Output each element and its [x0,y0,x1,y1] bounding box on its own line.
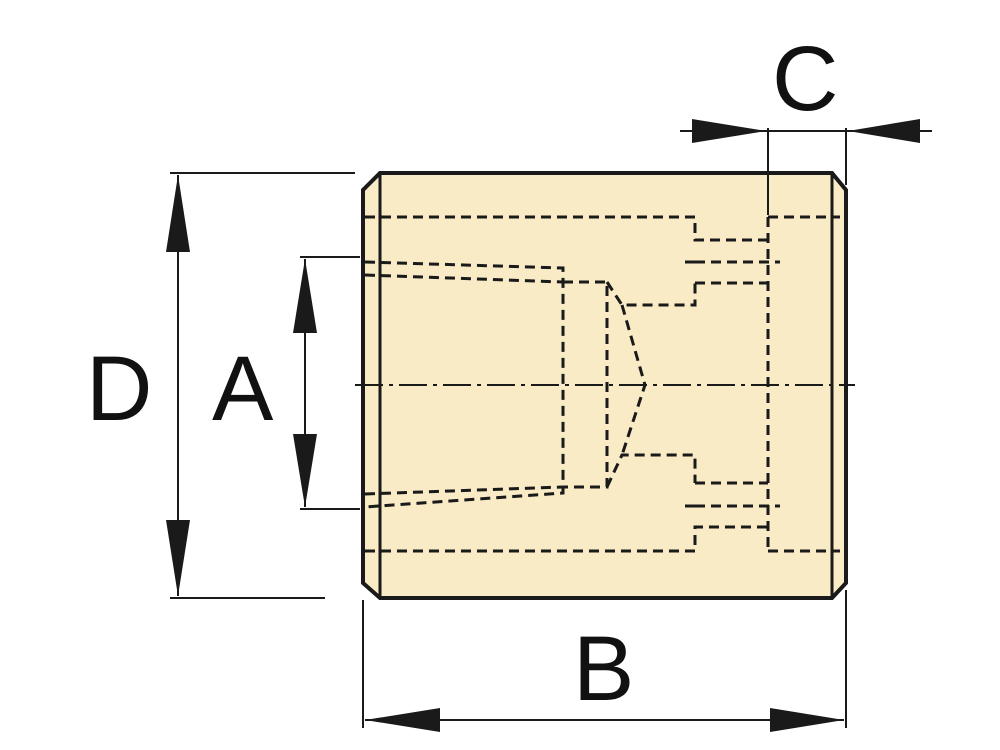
label-a: A [212,338,274,440]
dimension-d [166,175,190,596]
hidden-lines [364,215,840,553]
label-b: B [573,618,634,720]
label-c: C [772,28,838,130]
dimension-a [293,259,317,507]
dimension-c [680,119,932,143]
label-d: D [86,338,152,440]
extension-lines [170,128,847,728]
dimension-b [365,708,844,732]
